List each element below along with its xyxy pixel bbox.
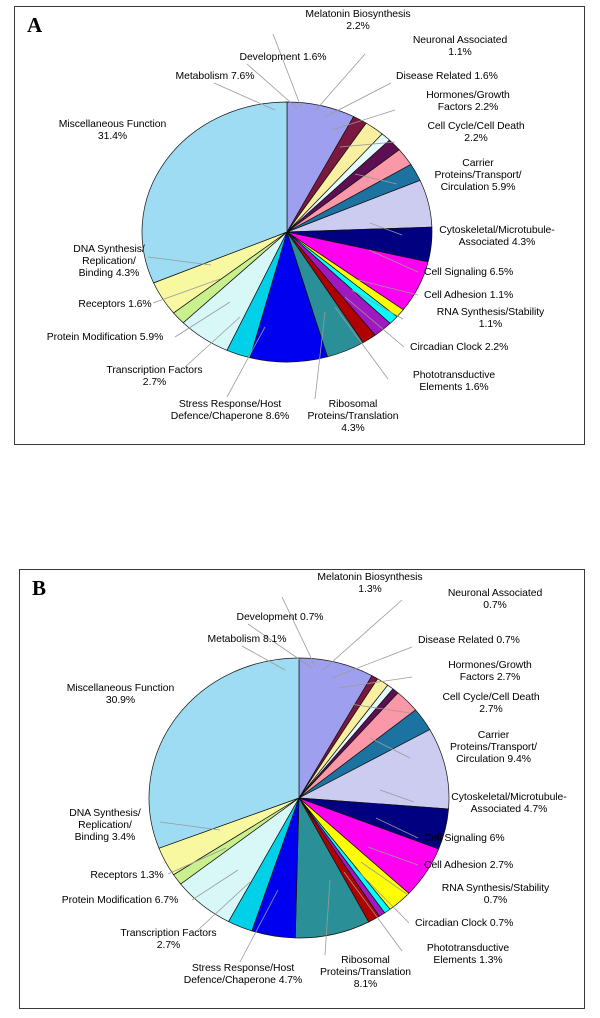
pie-label-dna-synthesis: DNA Synthesis/ Replication/ Binding 3.4% bbox=[69, 808, 141, 844]
leader-line bbox=[337, 676, 413, 689]
pie-label-protein-modification: Protein Modification 6.7% bbox=[61, 895, 179, 906]
leader-line bbox=[324, 879, 331, 956]
leader-line bbox=[197, 881, 251, 931]
leader-line bbox=[322, 599, 403, 671]
leader-line bbox=[367, 846, 419, 866]
pie-label-metabolism: Metabolism 7.6% bbox=[175, 71, 255, 82]
leader-line bbox=[368, 249, 419, 273]
pie-label-cell-adhesion: Cell Adhesion 2.7% bbox=[424, 860, 514, 871]
leader-line bbox=[167, 847, 227, 875]
leader-line bbox=[331, 109, 396, 131]
leader-line bbox=[314, 311, 326, 400]
leader-line bbox=[272, 33, 302, 108]
leader-line bbox=[344, 296, 405, 348]
leader-line bbox=[314, 53, 366, 112]
leader-line bbox=[191, 869, 239, 901]
leader-line bbox=[246, 63, 298, 109]
panel-b: B Melatonin Biosynthesis 1.3% Neuronal As… bbox=[19, 569, 585, 1009]
pie-label-carrier-proteins: Carrier Proteins/Transport/ Circulation … bbox=[449, 730, 538, 766]
panel-b-letter: B bbox=[32, 576, 47, 600]
leader-line bbox=[343, 871, 403, 952]
pie-label-hormones-growth-factors: Hormones/Growth Factors 2.7% bbox=[448, 660, 532, 684]
pie-label-cytoskeletal-microtubule: Cytoskeletal/Microtubule- Associated 4.3… bbox=[439, 225, 555, 249]
pie-label-ribosomal-proteins: Ribosomal Proteins/Translation 4.3% bbox=[307, 399, 399, 435]
pie-label-receptors: Receptors 1.6% bbox=[78, 299, 152, 310]
pie-slice bbox=[297, 729, 450, 810]
leader-line bbox=[281, 596, 316, 667]
pie-label-miscellaneous-function: Miscellaneous Function 30.9% bbox=[66, 683, 175, 707]
pie-label-ribosomal-proteins: Ribosomal Proteins/Translation 8.1% bbox=[319, 955, 412, 991]
leader-line bbox=[239, 889, 279, 963]
panel-a: A Melatonin Biosynthesis 2.2%Neuronal As… bbox=[14, 6, 585, 445]
pie-label-receptors: Receptors 1.3% bbox=[90, 870, 164, 881]
pie-slice bbox=[148, 657, 300, 849]
leader-line bbox=[226, 326, 266, 398]
leader-line bbox=[152, 278, 221, 304]
pie-label-development: Development 0.7% bbox=[236, 612, 324, 623]
leader-line bbox=[339, 141, 396, 148]
pie-label-cytoskeletal-microtubule: Cytoskeletal/Microtubule- Associated 4.7… bbox=[451, 792, 567, 816]
leader-line bbox=[334, 306, 389, 380]
pie-label-phototransductive-elements: Phototransductive Elements 1.3% bbox=[426, 943, 510, 967]
leader-line bbox=[159, 821, 221, 831]
leader-line bbox=[354, 173, 398, 185]
pie-label-disease-related: Disease Related 1.6% bbox=[396, 71, 498, 82]
pie-label-melatonin-biosynthesis: Melatonin Biosynthesis 2.2% bbox=[305, 9, 411, 33]
leader-line bbox=[353, 866, 410, 924]
leader-line bbox=[349, 703, 411, 714]
pie-chart-a bbox=[15, 7, 584, 444]
pie-label-cell-cycle-cell-death: Cell Cycle/Cell Death 2.2% bbox=[427, 121, 525, 145]
pie-label-melatonin-biosynthesis: Melatonin Biosynthesis 1.3% bbox=[317, 572, 423, 596]
pie-label-disease-related: Disease Related 0.7% bbox=[418, 635, 520, 646]
pie-label-metabolism: Metabolism 8.1% bbox=[207, 634, 287, 645]
pie-label-cell-adhesion: Cell Adhesion 1.1% bbox=[424, 290, 514, 301]
pie-label-neuronal-associated: Neuronal Associated 0.7% bbox=[447, 588, 543, 612]
leader-line bbox=[147, 256, 212, 266]
pie-label-rna-synthesis-stability: RNA Synthesis/Stability 1.1% bbox=[436, 307, 545, 331]
leader-line bbox=[324, 82, 392, 118]
leader-line bbox=[184, 316, 241, 368]
pie-label-development: Development 1.6% bbox=[239, 52, 327, 63]
leader-line bbox=[360, 861, 409, 896]
leader-line bbox=[351, 289, 404, 320]
pie-label-hormones-growth-factors: Hormones/Growth Factors 2.2% bbox=[426, 90, 510, 114]
pie-label-circadian-clock: Circadian Clock 0.7% bbox=[415, 918, 514, 929]
pie-label-miscellaneous-function: Miscellaneous Function 31.4% bbox=[58, 119, 167, 143]
leader-line bbox=[331, 646, 413, 679]
leader-line bbox=[247, 623, 313, 669]
pie-label-stress-response: Stress Response/Host Defence/Chaperone 8… bbox=[170, 399, 290, 423]
pie-label-carrier-proteins: Carrier Proteins/Transport/ Circulation … bbox=[434, 158, 522, 194]
panel-a-letter: A bbox=[27, 13, 43, 37]
leader-line bbox=[174, 301, 231, 338]
leader-line bbox=[369, 737, 411, 759]
leader-line bbox=[369, 222, 403, 236]
leader-line bbox=[241, 645, 286, 671]
leader-line bbox=[357, 279, 419, 296]
pie-label-transcription-factors: Transcription Factors 2.7% bbox=[120, 928, 217, 952]
pie-label-cell-signaling: Cell Signaling 6% bbox=[424, 833, 505, 844]
leader-line bbox=[213, 82, 276, 111]
pie-label-neuronal-associated: Neuronal Associated 1.1% bbox=[412, 35, 508, 59]
pie-label-stress-response: Stress Response/Host Defence/Chaperone 4… bbox=[183, 963, 303, 987]
pie-slice bbox=[141, 101, 288, 284]
pie-label-cell-cycle-cell-death: Cell Cycle/Cell Death 2.7% bbox=[442, 692, 540, 716]
pie-label-protein-modification: Protein Modification 5.9% bbox=[46, 332, 164, 343]
pie-label-rna-synthesis-stability: RNA Synthesis/Stability 0.7% bbox=[441, 883, 550, 907]
pie-label-phototransductive-elements: Phototransductive Elements 1.6% bbox=[412, 370, 496, 394]
pie-label-cell-signaling: Cell Signaling 6.5% bbox=[424, 267, 514, 278]
pie-label-dna-synthesis: DNA Synthesis/ Replication/ Binding 4.3% bbox=[73, 244, 145, 280]
pie-label-transcription-factors: Transcription Factors 2.7% bbox=[106, 365, 203, 389]
leader-line bbox=[379, 789, 415, 803]
pie-label-circadian-clock: Circadian Clock 2.2% bbox=[410, 342, 509, 353]
pie-chart-b bbox=[20, 570, 584, 1008]
leader-line bbox=[375, 817, 419, 839]
